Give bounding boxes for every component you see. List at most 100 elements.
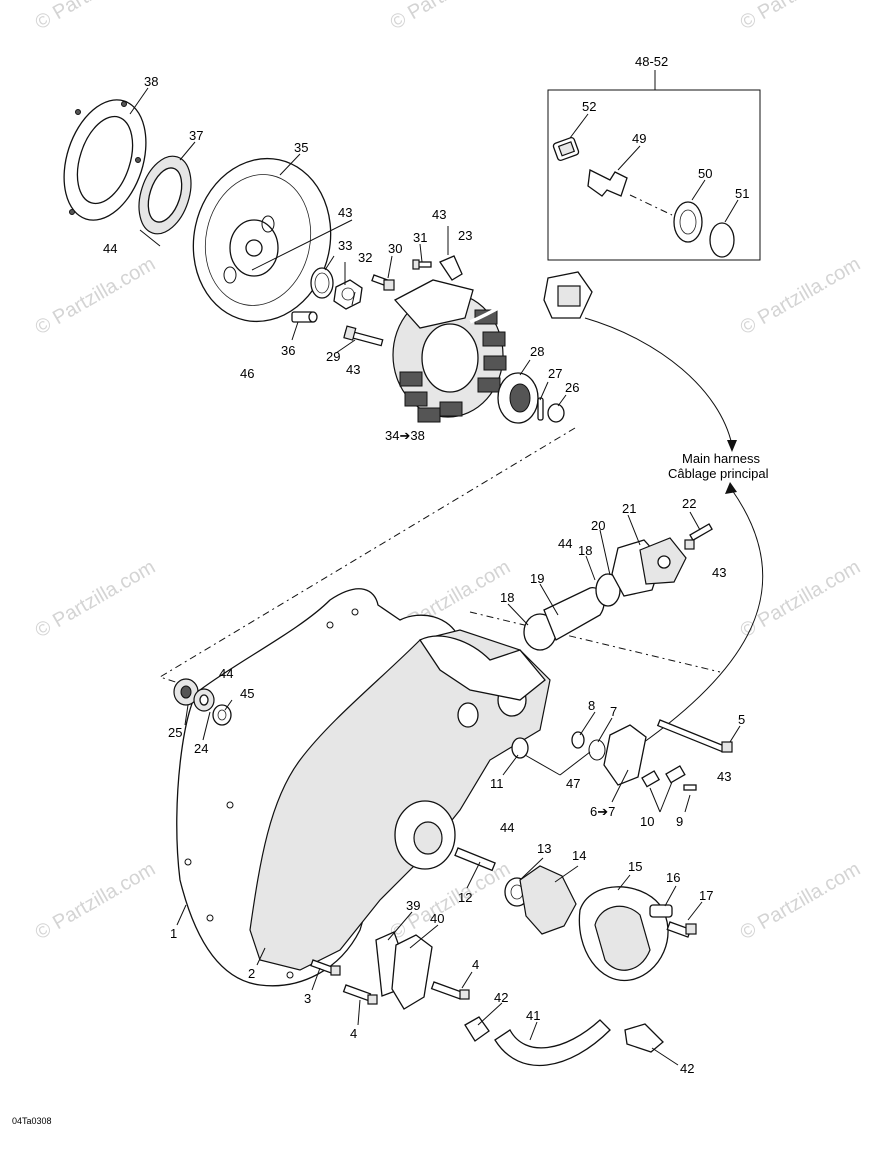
callout-label: 31 — [413, 230, 427, 245]
bolt-36 — [291, 311, 318, 323]
callout-label: 21 — [622, 501, 636, 516]
callout-label: 49 — [632, 131, 646, 146]
callout-label: 10 — [640, 814, 654, 829]
harness-label-fr: Câblage principal — [668, 466, 769, 481]
callout-label: 4 — [472, 957, 479, 972]
callout-label: 36 — [281, 343, 295, 358]
callout-label: 52 — [582, 99, 596, 114]
callout-label: 38 — [144, 74, 158, 89]
impeller-group — [454, 847, 697, 982]
watermark: © Partzilla.com — [32, 0, 160, 34]
callout-label: 33 — [338, 238, 352, 253]
callout-label: 44 — [500, 820, 514, 835]
callout-label: 8 — [588, 698, 595, 713]
callout-label: 50 — [698, 166, 712, 181]
callout-label: 51 — [735, 186, 749, 201]
callout-label: 43 — [717, 769, 731, 784]
drawing-code: 04Ta0308 — [12, 1116, 52, 1126]
callout-label: 2 — [248, 966, 255, 981]
pump-shaft-seals — [511, 719, 733, 791]
thermostat-housing-39-40 — [375, 931, 470, 1010]
callout-label: 30 — [388, 241, 402, 256]
stator-34 — [392, 279, 507, 423]
callout-label: 48-52 — [635, 54, 668, 69]
callout-label: 26 — [565, 380, 579, 395]
main-harness-label: Main harness Câblage principal — [668, 451, 769, 481]
bolt-29 — [343, 325, 384, 347]
trigger-wheel-28 — [497, 372, 539, 424]
callout-label: 43 — [338, 205, 352, 220]
watermark: © Partzilla.com — [32, 556, 160, 642]
callout-label: 39 — [406, 898, 420, 913]
callout-label: 37 — [189, 128, 203, 143]
leaders-lower — [176, 511, 741, 1066]
watermark: © Partzilla.com — [737, 858, 865, 944]
flywheel-35 — [192, 157, 332, 323]
key-27 — [537, 397, 544, 421]
watermark: © Partzilla.com — [387, 0, 515, 34]
callout-label: 16 — [666, 870, 680, 885]
nut-32 — [333, 279, 363, 310]
bolt-30 — [371, 274, 395, 291]
seal-33 — [310, 267, 334, 299]
sprague-clutch-37 — [138, 155, 192, 235]
callout-label: 9 — [676, 814, 683, 829]
leaders-upper — [129, 87, 567, 407]
watermark: © Partzilla.com — [32, 858, 160, 944]
callout-label: 1 — [170, 926, 177, 941]
callout-label: 18 — [500, 590, 514, 605]
callout-label: 4 — [350, 1026, 357, 1041]
callout-labels: 38 37 35 43 44 33 32 30 31 23 43 36 46 2… — [103, 54, 749, 1076]
callout-label: 6➔7 — [590, 804, 615, 819]
callout-label: 18 — [578, 543, 592, 558]
callout-label: 41 — [526, 1008, 540, 1023]
ring-gear-38 — [63, 99, 147, 221]
washer-26 — [547, 403, 565, 423]
callout-label: 22 — [682, 496, 696, 511]
callout-label: 15 — [628, 859, 642, 874]
callout-label: 44 — [219, 666, 233, 681]
bearings-24-25 — [173, 678, 232, 726]
callout-label: 3 — [304, 991, 311, 1006]
callout-label: 23 — [458, 228, 472, 243]
callout-label: 27 — [548, 366, 562, 381]
callout-label: 17 — [699, 888, 713, 903]
callout-label: 42 — [494, 990, 508, 1005]
callout-label: 45 — [240, 686, 254, 701]
watermark: © Partzilla.com — [737, 0, 865, 34]
callout-label: 28 — [530, 344, 544, 359]
callout-label: 29 — [326, 349, 340, 364]
callout-label: 13 — [537, 841, 551, 856]
harness-cable — [469, 271, 593, 324]
callout-label: 25 — [168, 725, 182, 740]
callout-label: 44 — [103, 241, 117, 256]
clip-23 — [439, 255, 463, 281]
callout-label: 11 — [490, 776, 504, 791]
callout-label: 43 — [346, 362, 360, 377]
screw-31 — [412, 259, 432, 270]
harness-arrows — [584, 317, 764, 746]
callout-label: 47 — [566, 776, 580, 791]
callout-label: 24 — [194, 741, 208, 756]
watermark: © Partzilla.com — [32, 253, 160, 339]
callout-label: 43 — [712, 565, 726, 580]
cover-screws-3-4 — [310, 959, 378, 1005]
callout-label: 14 — [572, 848, 586, 863]
callout-label: 35 — [294, 140, 308, 155]
callout-label: 5 — [738, 712, 745, 727]
callout-label: 43 — [432, 207, 446, 222]
callout-label: 46 — [240, 366, 254, 381]
callout-label: 34➔38 — [385, 428, 425, 443]
watermark: © Partzilla.com — [737, 253, 865, 339]
water-pump-housing-parts — [523, 523, 713, 651]
callout-label: 12 — [458, 890, 472, 905]
callout-label: 7 — [610, 704, 617, 719]
callout-label: 44 — [558, 536, 572, 551]
engine-cover-gasket — [176, 588, 551, 987]
harness-label-en: Main harness — [682, 451, 761, 466]
watermark: © Partzilla.com — [737, 556, 865, 642]
inset-kit-48-52 — [547, 70, 761, 261]
callout-label: 19 — [530, 571, 544, 586]
callout-label: 40 — [430, 911, 444, 926]
